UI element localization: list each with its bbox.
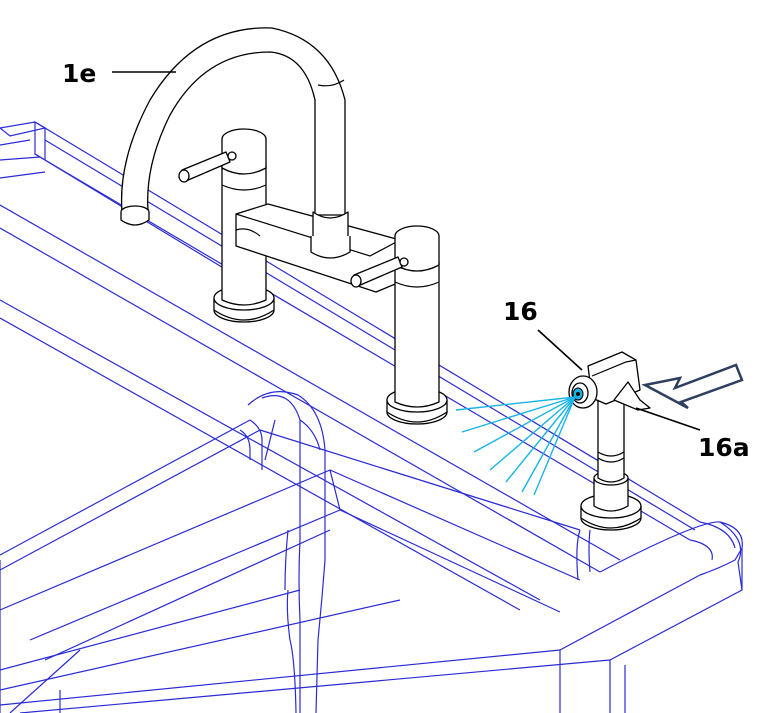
label-spout: 1e (62, 59, 96, 88)
faucet-assembly (120, 27, 651, 531)
label-trigger: 16a (698, 433, 750, 462)
sink-outline (0, 120, 743, 713)
label-sprayer: 16 (503, 297, 538, 326)
press-arrow (641, 363, 744, 410)
leader-line-trigger (635, 407, 701, 431)
spray-pattern (455, 396, 576, 496)
leader-line-sprayer (537, 329, 583, 371)
